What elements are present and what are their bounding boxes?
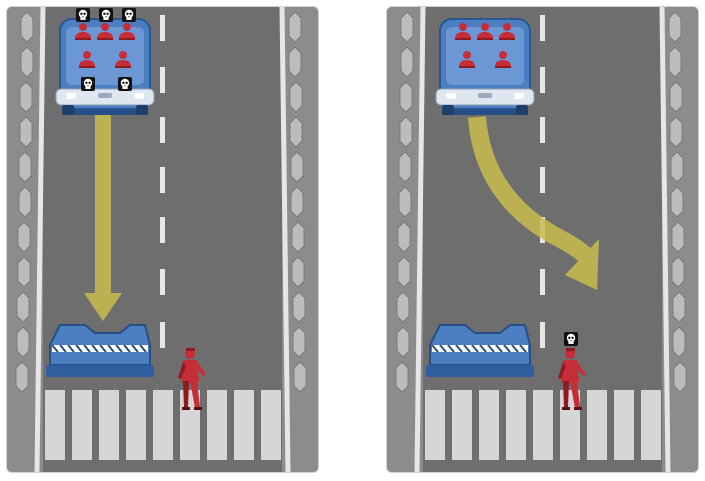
skull-icon [122, 8, 136, 22]
left-edge-line [34, 7, 46, 472]
right-edge-line [279, 7, 291, 472]
crosswalk [45, 390, 281, 460]
skull-icon [118, 77, 132, 91]
scenario-left-option[interactable] [7, 7, 318, 472]
right-edge-line [659, 7, 671, 472]
skull-icon [81, 77, 95, 91]
skull-icon [99, 8, 113, 22]
scenario-right-illustration [387, 7, 698, 472]
concrete-barrier [45, 324, 155, 378]
concrete-barrier [425, 324, 535, 378]
scenario-left-illustration [7, 7, 318, 472]
left-edge-line [414, 7, 426, 472]
swerve-path-arrow [468, 116, 599, 290]
straight-path-arrow [84, 115, 122, 321]
center-lane-line [160, 15, 165, 348]
skull-icon [564, 332, 578, 346]
skull-icon [76, 8, 90, 22]
scenario-right-option[interactable] [387, 7, 698, 472]
crosswalk [425, 390, 661, 460]
